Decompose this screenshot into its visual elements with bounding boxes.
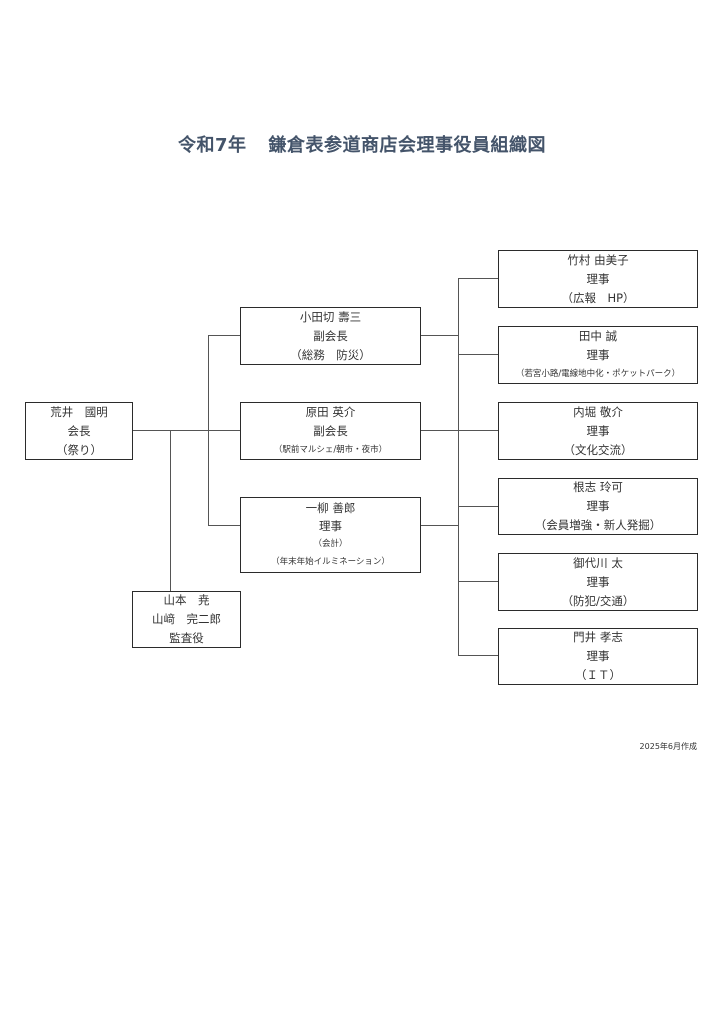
member-name: 田中 誠 <box>578 328 618 343</box>
president-role: 会長 <box>67 423 91 438</box>
director-box: 門井 孝志 理事 （ＩＴ） <box>498 628 698 685</box>
connector-director-4 <box>458 506 498 507</box>
auditor-box: 山本 尭 山﨑 完二郎 監査役 <box>132 591 241 648</box>
connector-director-1 <box>458 278 498 279</box>
president-duty: （祭り） <box>56 442 102 457</box>
member-role: 理事 <box>586 347 610 362</box>
connector-director-5 <box>458 581 498 582</box>
member-duty: （ＩＴ） <box>575 668 621 682</box>
auditor-name-1: 山本 尭 <box>163 593 210 607</box>
connector-treasurer-right <box>420 525 458 526</box>
member-name: 竹村 由美子 <box>567 252 629 267</box>
member-duty: （会計） <box>313 539 348 549</box>
connector-right-trunk <box>458 278 459 656</box>
director-box: 竹村 由美子 理事 （広報 HP） <box>498 250 698 308</box>
member-name: 根志 玲可 <box>573 480 623 494</box>
treasurer-box: 一柳 善郎 理事 （会計） （年末年始イルミネーション） <box>240 497 421 573</box>
title-year: 令和7年 <box>177 135 247 156</box>
director-box: 内堀 敬介 理事 （文化交流） <box>498 402 698 460</box>
president-name: 荒井 國明 <box>50 404 108 419</box>
connector-vp1-right <box>420 335 458 336</box>
connector-director-3 <box>458 430 498 431</box>
member-duty-secondary: （年末年始イルミネーション） <box>271 557 390 567</box>
connector-director-6 <box>458 655 498 656</box>
created-date: 2025年6月作成 <box>639 742 697 751</box>
member-role: 理事 <box>586 649 610 663</box>
member-role: 理事 <box>586 574 610 589</box>
director-box: 田中 誠 理事 （若宮小路/電線地中化・ポケットパーク） <box>498 326 698 384</box>
member-name: 小田切 壽三 <box>299 309 362 324</box>
member-duty: （広報 HP） <box>561 290 635 305</box>
member-name: 一柳 善郎 <box>305 501 356 515</box>
connector-president-to-trunk <box>132 430 240 431</box>
member-name: 原田 英介 <box>305 404 356 419</box>
connector-vp1 <box>208 335 240 336</box>
member-role: 理事 <box>319 519 342 533</box>
member-name: 御代川 太 <box>573 555 623 570</box>
connector-director-2 <box>458 354 498 355</box>
auditor-role: 監査役 <box>169 631 204 645</box>
vice-president-box: 原田 英介 副会長 （駅前マルシェ/朝市・夜市） <box>240 402 421 460</box>
member-name: 門井 孝志 <box>573 630 623 644</box>
page-title: 令和7年鎌倉表参道商店会理事役員組織図 <box>0 131 724 157</box>
member-role: 副会長 <box>313 423 348 438</box>
title-name: 鎌倉表参道商店会理事役員組織図 <box>268 135 547 156</box>
connector-auditor <box>170 430 171 591</box>
member-name: 内堀 敬介 <box>573 404 623 419</box>
connector-left-trunk <box>208 335 209 526</box>
member-role: 理事 <box>586 499 610 513</box>
member-role: 副会長 <box>313 328 348 343</box>
president-box: 荒井 國明 会長 （祭り） <box>25 402 133 460</box>
director-box: 根志 玲可 理事 （会員増強・新人発掘） <box>498 478 698 535</box>
connector-vp2-right <box>420 430 458 431</box>
member-duty: （文化交流） <box>563 442 633 457</box>
vice-president-box: 小田切 壽三 副会長 （総務 防災） <box>240 307 421 365</box>
member-duty: （若宮小路/電線地中化・ポケットパーク） <box>515 368 681 379</box>
member-duty: （防犯/交通） <box>561 593 635 608</box>
connector-treasurer <box>208 525 240 526</box>
member-role: 理事 <box>586 423 610 438</box>
member-duty: （会員増強・新人発掘） <box>534 518 662 532</box>
auditor-name-2: 山﨑 完二郎 <box>152 612 221 626</box>
member-role: 理事 <box>586 271 610 286</box>
director-box: 御代川 太 理事 （防犯/交通） <box>498 553 698 611</box>
member-duty: （駅前マルシェ/朝市・夜市） <box>273 444 388 455</box>
member-duty: （総務 防災） <box>290 347 371 362</box>
